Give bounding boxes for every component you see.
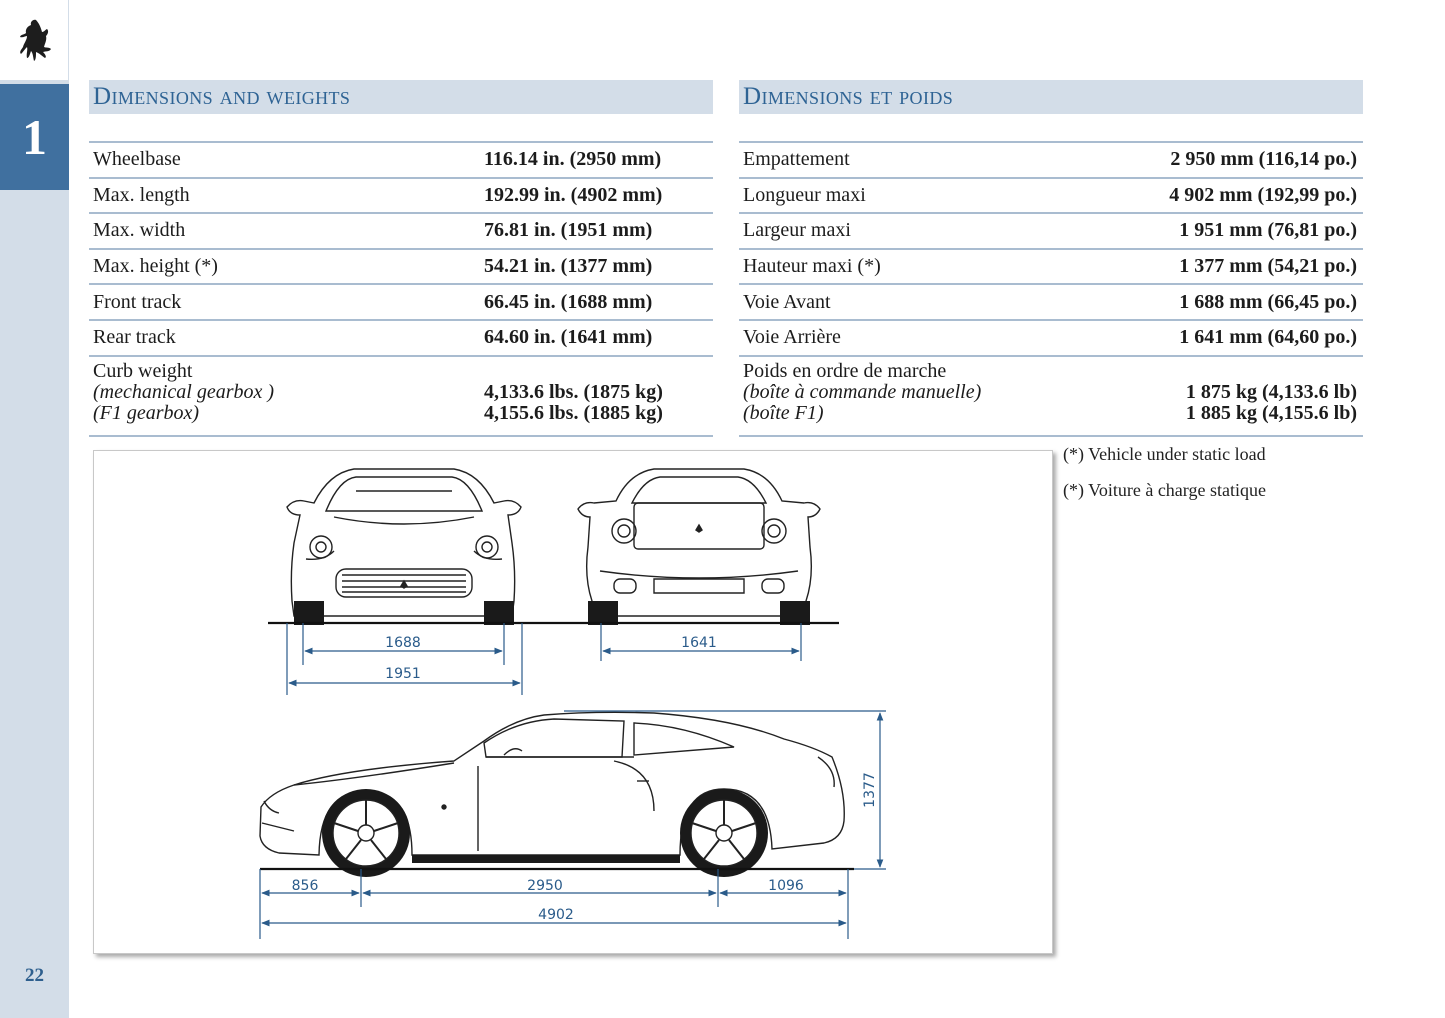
weight-value: 4,133.6 lbs. (1875 kg) bbox=[484, 380, 663, 403]
spec-label: Largeur maxi bbox=[743, 219, 851, 242]
rear-view-car bbox=[577, 468, 821, 617]
weight-values: 4,133.6 lbs. (1875 kg) 4,155.6 lbs. (188… bbox=[484, 361, 709, 433]
spec-value: 66.45 in. (1688 mm) bbox=[484, 290, 653, 313]
height-label: 1377 bbox=[862, 772, 878, 808]
front-track-label: 1688 bbox=[385, 635, 421, 651]
footnotes: (*) Vehicle under static load (*) Voitur… bbox=[1063, 442, 1266, 514]
weight-value: 4,155.6 lbs. (1885 kg) bbox=[484, 401, 663, 424]
rear-overhang-label: 1096 bbox=[768, 878, 804, 894]
spec-value: 2 950 mm (116,14 po.) bbox=[1170, 148, 1357, 171]
footnote-en: (*) Vehicle under static load bbox=[1063, 444, 1266, 464]
spec-label: Longueur maxi bbox=[743, 183, 866, 206]
spec-value: 4 902 mm (192,99 po.) bbox=[1169, 183, 1357, 206]
spec-value: 192.99 in. (4902 mm) bbox=[484, 183, 663, 206]
weight-sub-label: (boîte F1) bbox=[743, 401, 824, 424]
weight-values: 1 875 kg (4,133.6 lb) 1 885 kg (4,155.6 … bbox=[1186, 361, 1359, 433]
spec-row: Rear track 64.60 in. (1641 mm) bbox=[89, 321, 713, 357]
spec-label: Front track bbox=[93, 290, 182, 313]
length-dimension-lines bbox=[259, 869, 849, 939]
front-wheels bbox=[294, 601, 514, 625]
weight-labels: Curb weight (mechanical gearbox ) (F1 ge… bbox=[93, 359, 275, 433]
front-overhang-label: 856 bbox=[292, 878, 319, 894]
spec-row: Voie Arrière 1 641 mm (64,60 po.) bbox=[739, 321, 1363, 357]
spec-label: Rear track bbox=[93, 326, 176, 349]
weight-label: Poids en ordre de marche bbox=[743, 359, 947, 382]
page-number: 22 bbox=[25, 965, 44, 986]
front-dimension-lines bbox=[286, 623, 523, 695]
spec-value: 1 641 mm (64,60 po.) bbox=[1179, 326, 1357, 349]
spec-row: Front track 66.45 in. (1688 mm) bbox=[89, 285, 713, 321]
spec-row: Max. length 192.99 in. (4902 mm) bbox=[89, 179, 713, 215]
chapter-tab: 1 bbox=[0, 84, 69, 190]
spec-table-en: Wheelbase 116.14 in. (2950 mm) Max. lengt… bbox=[89, 141, 713, 437]
prancing-horse-icon bbox=[20, 19, 51, 61]
weight-row: Poids en ordre de marche (boîte à comman… bbox=[739, 357, 1363, 437]
spec-row: Largeur maxi 1 951 mm (76,81 po.) bbox=[739, 214, 1363, 250]
spec-row: Empattement 2 950 mm (116,14 po.) bbox=[739, 143, 1363, 179]
weight-row: Curb weight (mechanical gearbox ) (F1 ge… bbox=[89, 357, 713, 437]
spec-value: 1 688 mm (66,45 po.) bbox=[1179, 290, 1357, 313]
weight-sub-label: (F1 gearbox) bbox=[93, 401, 200, 424]
dimension-diagram: 1688 1951 1641 bbox=[93, 450, 1053, 954]
front-width-label: 1951 bbox=[385, 666, 421, 682]
spec-row: Max. width 76.81 in. (1951 mm) bbox=[89, 214, 713, 250]
wheelbase-label: 2950 bbox=[527, 878, 563, 894]
french-section: Dimensions et poids Empattement 2 950 mm … bbox=[739, 80, 1363, 437]
rear-track-label: 1641 bbox=[681, 635, 717, 651]
english-section: Dimensions and weights Wheelbase 116.14 i… bbox=[89, 80, 713, 437]
spec-label: Voie Arrière bbox=[743, 326, 841, 349]
spec-row: Longueur maxi 4 902 mm (192,99 po.) bbox=[739, 179, 1363, 215]
weight-label: Curb weight bbox=[93, 359, 193, 382]
weight-value: 1 885 kg (4,155.6 lb) bbox=[1185, 401, 1357, 424]
side-sill bbox=[412, 855, 680, 863]
section-heading-en: Dimensions and weights bbox=[89, 80, 713, 114]
spec-row: Hauteur maxi (*) 1 377 mm (54,21 po.) bbox=[739, 250, 1363, 286]
spec-label: Voie Avant bbox=[743, 290, 831, 313]
spec-value: 64.60 in. (1641 mm) bbox=[484, 326, 653, 349]
section-heading-fr: Dimensions et poids bbox=[739, 80, 1363, 114]
spec-label: Hauteur maxi (*) bbox=[743, 255, 881, 278]
spec-label: Max. length bbox=[93, 183, 190, 206]
side-view-car bbox=[259, 711, 845, 856]
spec-label: Empattement bbox=[743, 148, 850, 171]
weight-value: 1 875 kg (4,133.6 lb) bbox=[1185, 380, 1357, 403]
side-rear-wheel bbox=[680, 789, 768, 877]
logo-box bbox=[0, 0, 69, 80]
spec-label: Wheelbase bbox=[93, 148, 181, 171]
weight-sub-label: (mechanical gearbox ) bbox=[93, 380, 275, 403]
spec-value: 54.21 in. (1377 mm) bbox=[484, 255, 653, 278]
spec-value: 76.81 in. (1951 mm) bbox=[484, 219, 653, 242]
spec-row: Max. height (*) 54.21 in. (1377 mm) bbox=[89, 250, 713, 286]
spec-value: 116.14 in. (2950 mm) bbox=[484, 148, 662, 171]
weight-sub-label: (boîte à commande manuelle) bbox=[743, 380, 982, 403]
footnote-fr: (*) Voiture à charge statique bbox=[1063, 480, 1266, 500]
rear-dimension-lines bbox=[600, 623, 802, 661]
rear-wheels bbox=[588, 601, 810, 625]
spec-row: Wheelbase 116.14 in. (2950 mm) bbox=[89, 143, 713, 179]
spec-label: Max. width bbox=[93, 219, 186, 242]
height-dimension-lines bbox=[564, 710, 886, 870]
front-view-car bbox=[286, 468, 522, 617]
spec-value: 1 951 mm (76,81 po.) bbox=[1179, 219, 1357, 242]
spec-row: Voie Avant 1 688 mm (66,45 po.) bbox=[739, 285, 1363, 321]
spec-table-fr: Empattement 2 950 mm (116,14 po.) Longueu… bbox=[739, 141, 1363, 437]
spec-label: Max. height (*) bbox=[93, 255, 218, 278]
side-front-wheel bbox=[322, 789, 410, 877]
spec-value: 1 377 mm (54,21 po.) bbox=[1179, 255, 1357, 278]
length-label: 4902 bbox=[538, 907, 574, 923]
weight-labels: Poids en ordre de marche (boîte à comman… bbox=[743, 359, 982, 433]
car-diagram-svg: 1688 1951 1641 bbox=[259, 468, 886, 939]
